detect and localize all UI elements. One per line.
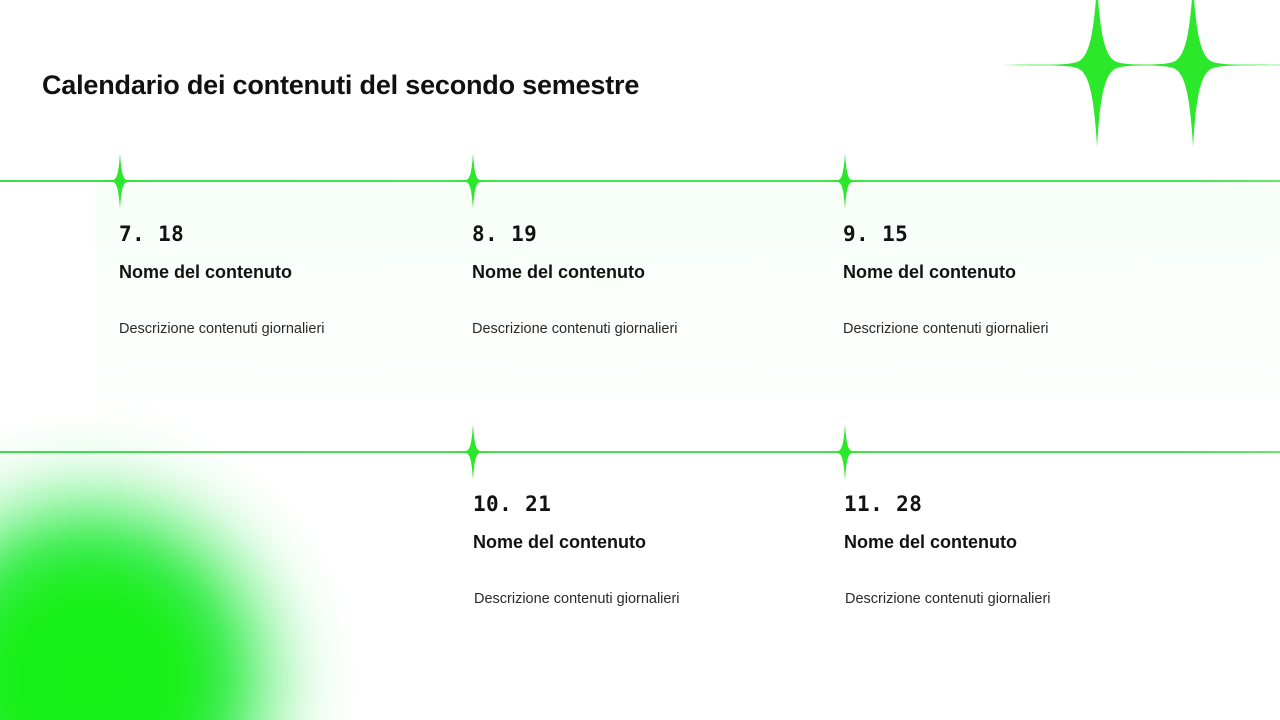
timeline-marker-5[interactable] bbox=[817, 424, 873, 480]
milestone-card-1[interactable]: 7. 18 Nome del contenuto Descrizione con… bbox=[119, 222, 449, 337]
milestone-card-3[interactable]: 9. 15 Nome del contenuto Descrizione con… bbox=[843, 222, 1173, 337]
milestone-description: Descrizione contenuti giornalieri bbox=[119, 321, 325, 337]
milestone-description: Descrizione contenuti giornalieri bbox=[843, 321, 1049, 337]
milestone-date: 10. 21 bbox=[473, 492, 552, 516]
milestone-date: 8. 19 bbox=[472, 222, 538, 246]
milestone-title: Nome del contenuto bbox=[844, 532, 1018, 552]
milestone-description: Descrizione contenuti giornalieri bbox=[845, 591, 1051, 607]
milestone-title: Nome del contenuto bbox=[472, 262, 646, 282]
milestone-date: 9. 15 bbox=[843, 222, 909, 246]
timeline-marker-4[interactable] bbox=[445, 424, 501, 480]
green-glow-blob bbox=[0, 420, 350, 720]
milestone-date: 7. 18 bbox=[119, 222, 185, 246]
milestone-title: Nome del contenuto bbox=[119, 262, 293, 282]
page-title: Calendario dei contenuti del secondo sem… bbox=[42, 70, 640, 101]
milestone-description: Descrizione contenuti giornalieri bbox=[474, 591, 680, 607]
hero-sparkle-left bbox=[1001, 0, 1193, 147]
timeline-marker-3[interactable] bbox=[817, 153, 873, 209]
milestone-date: 11. 28 bbox=[844, 492, 923, 516]
milestone-description: Descrizione contenuti giornalieri bbox=[472, 321, 678, 337]
milestone-title: Nome del contenuto bbox=[473, 532, 647, 552]
milestone-title: Nome del contenuto bbox=[843, 262, 1017, 282]
timeline-line-row-1 bbox=[0, 180, 1280, 182]
timeline-marker-1[interactable] bbox=[92, 153, 148, 209]
hero-sparkle-right bbox=[1097, 0, 1280, 147]
milestone-card-2[interactable]: 8. 19 Nome del contenuto Descrizione con… bbox=[472, 222, 802, 337]
timeline-marker-2[interactable] bbox=[445, 153, 501, 209]
milestone-card-4[interactable]: 10. 21 Nome del contenuto Descrizione co… bbox=[473, 492, 803, 607]
milestone-card-5[interactable]: 11. 28 Nome del contenuto Descrizione co… bbox=[844, 492, 1174, 607]
timeline-line-row-2 bbox=[0, 451, 1280, 453]
